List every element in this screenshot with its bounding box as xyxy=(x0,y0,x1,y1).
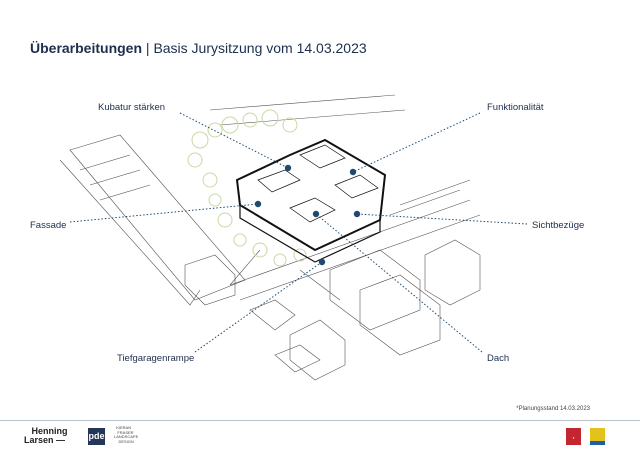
marker-sichtbezuege xyxy=(353,210,361,218)
marker-tiefgarage xyxy=(318,258,326,266)
label-sichtbezuege: Sichtbezüge xyxy=(532,220,585,231)
yellow-client-logo xyxy=(590,428,605,445)
marker-kubatur xyxy=(284,164,292,172)
marker-funktionalitaet xyxy=(349,168,357,176)
title-separator: | xyxy=(145,40,150,56)
main-building xyxy=(235,138,387,263)
vegetation xyxy=(187,109,307,267)
label-tiefgarage: Tiefgaragenrampe xyxy=(117,353,195,364)
label-dach: Dach xyxy=(487,353,510,364)
pde-logo: pde xyxy=(88,428,105,445)
leader-lines xyxy=(69,112,528,353)
planning-status-note: *Planungsstand 14.03.2023 xyxy=(516,406,590,412)
context-buildings xyxy=(59,94,481,381)
footer-divider xyxy=(0,420,640,421)
red-client-logo: ♥ xyxy=(566,428,581,445)
label-funktionalitaet: Funktionalität xyxy=(487,102,544,113)
page-title: Überarbeitungen | Basis Jurysitzung vom … xyxy=(30,40,367,56)
marker-dach xyxy=(312,210,320,218)
markers xyxy=(254,164,361,266)
label-kubatur: Kubatur stärken xyxy=(98,102,166,113)
title-bold: Überarbeitungen xyxy=(30,40,143,56)
label-fassade: Fassade xyxy=(30,220,67,231)
title-subtitle: Basis Jurysitzung vom 14.03.2023 xyxy=(153,40,367,56)
marker-fassade xyxy=(254,200,262,208)
